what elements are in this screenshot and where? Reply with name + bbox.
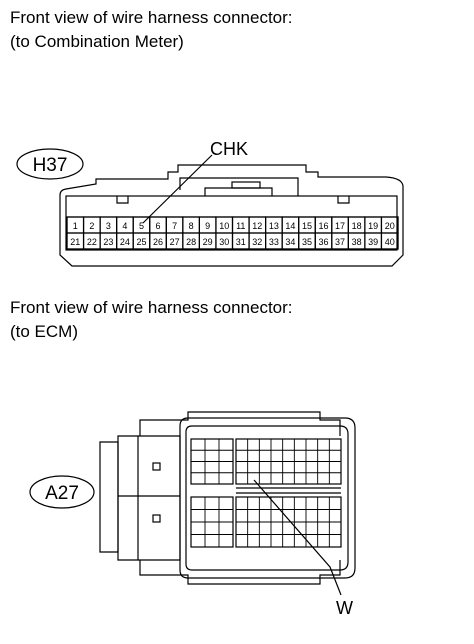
h37-pin-number: 20 xyxy=(385,221,395,231)
h37-pin-number: 16 xyxy=(319,221,329,231)
w-callout-label: W xyxy=(336,598,353,618)
h37-pin-number: 12 xyxy=(252,221,262,231)
h37-pin-number: 32 xyxy=(252,237,262,247)
h37-pin-number: 1 xyxy=(73,221,78,231)
a27-pin-grid xyxy=(191,439,341,547)
a27-marker-bottom xyxy=(152,514,161,523)
a27-bottom-flange xyxy=(139,560,341,585)
h37-pin-number: 39 xyxy=(368,237,378,247)
h37-pin-number: 6 xyxy=(156,221,161,231)
h37-pin-cell xyxy=(380,232,399,250)
h37-pin-number: 38 xyxy=(352,237,362,247)
h37-pin-number: 3 xyxy=(106,221,111,231)
a27-top-flange xyxy=(139,411,341,436)
h37-label-oval xyxy=(16,148,84,180)
h37-pin-number: 17 xyxy=(335,221,345,231)
meter-caption-line2: (to Combination Meter) xyxy=(10,32,184,51)
a27-divider xyxy=(236,487,341,494)
h37-pin-number: 5 xyxy=(139,221,144,231)
h37-pin-number: 7 xyxy=(172,221,177,231)
h37-pin-number: 14 xyxy=(285,221,295,231)
h37-pin-number: 11 xyxy=(236,221,245,231)
chk-leader-line xyxy=(142,154,213,224)
h37-notch-left xyxy=(116,196,129,204)
h37-pin-number: 26 xyxy=(153,237,163,247)
h37-inner-shroud xyxy=(179,177,299,196)
h37-pin-number: 2 xyxy=(89,221,94,231)
h37-pin-number: 9 xyxy=(205,221,210,231)
a27-rear-block-inner xyxy=(117,435,139,561)
h37-pin-number: 33 xyxy=(269,237,279,247)
h37-pin-number: 25 xyxy=(136,237,146,247)
a27-housing xyxy=(179,417,356,579)
h37-pin-number: 28 xyxy=(186,237,196,247)
a27-rear-body xyxy=(138,435,181,561)
h37-pin-number: 18 xyxy=(352,221,362,231)
h37-housing xyxy=(59,164,404,267)
meter-caption-line1: Front view of wire harness connector: xyxy=(10,8,293,27)
h37-cavity-frame xyxy=(65,195,398,251)
h37-pin-number: 8 xyxy=(189,221,194,231)
h37-pin-number: 30 xyxy=(219,237,229,247)
h37-pin-number: 37 xyxy=(335,237,345,247)
a27-marker-top xyxy=(152,462,161,471)
h37-notch-right xyxy=(337,196,350,204)
ecm-caption-line2: (to ECM) xyxy=(10,322,78,341)
h37-pin-number: 35 xyxy=(302,237,312,247)
a27-label-oval xyxy=(29,475,95,509)
h37-pin-number: 36 xyxy=(319,237,329,247)
h37-lock-slot xyxy=(231,181,261,189)
h37-pin-number: 21 xyxy=(70,237,80,247)
h37-pin-number: 13 xyxy=(269,221,279,231)
h37-pin-number: 19 xyxy=(368,221,378,231)
h37-pin-number: 24 xyxy=(120,237,130,247)
h37-pin-number: 27 xyxy=(170,237,180,247)
h37-pin-number: 4 xyxy=(122,221,127,231)
w-leader-line xyxy=(253,479,342,596)
h37-connector-label: H37 xyxy=(33,155,68,176)
h37-pin-number: 40 xyxy=(385,237,395,247)
h37-pin-number: 31 xyxy=(236,237,246,247)
chk-callout-label: CHK xyxy=(210,139,248,159)
h37-pin-number: 29 xyxy=(203,237,213,247)
a27-connector-label: A27 xyxy=(45,483,79,504)
ecm-caption-line1: Front view of wire harness connector: xyxy=(10,298,293,317)
a27-rear-block xyxy=(99,441,119,553)
h37-pin-number: 34 xyxy=(285,237,295,247)
h37-pin-number: 22 xyxy=(87,237,97,247)
h37-pin-number: 23 xyxy=(103,237,113,247)
h37-pin-number: 10 xyxy=(219,221,229,231)
a27-connector xyxy=(99,411,356,585)
h37-pin-number: 15 xyxy=(302,221,312,231)
a27-housing-inner xyxy=(185,425,349,571)
h37-lock-tab xyxy=(204,187,273,196)
